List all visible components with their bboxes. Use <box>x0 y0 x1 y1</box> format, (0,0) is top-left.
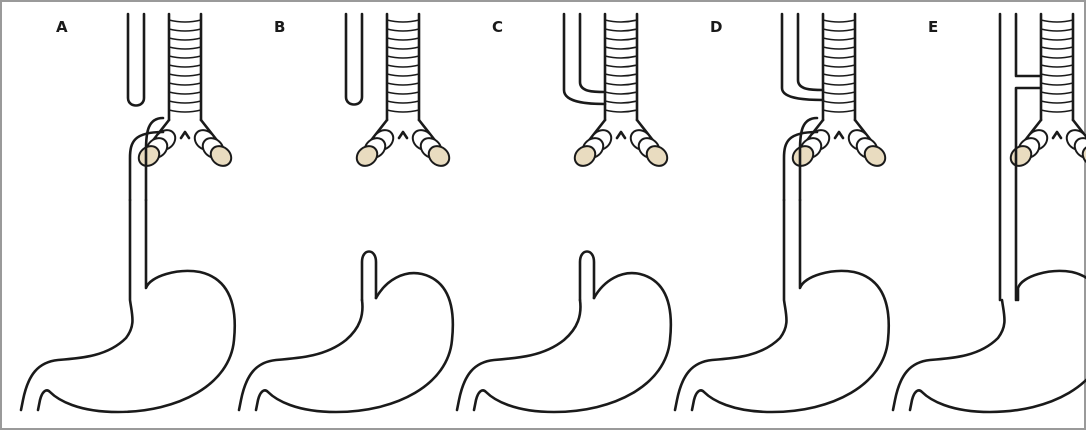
tracheal-ring <box>169 20 201 22</box>
tracheal-ring <box>823 101 855 103</box>
stomach-greater-curvature <box>910 271 1086 412</box>
tracheal-ring <box>823 20 855 22</box>
tracheal-ring <box>605 92 637 94</box>
h-fistula-wall <box>1016 14 1041 76</box>
tracheal-ring <box>1041 65 1073 67</box>
panel-label: A <box>56 18 68 36</box>
carina <box>399 132 407 138</box>
tracheal-ring <box>1041 101 1073 103</box>
panel-label: E <box>928 18 938 36</box>
stomach-lesser-curvature <box>239 300 362 410</box>
tracheal-ring <box>605 101 637 103</box>
tracheal-ring <box>823 74 855 76</box>
panel-label: C <box>492 18 503 36</box>
tracheal-ring <box>169 38 201 40</box>
tracheal-ring <box>1041 47 1073 49</box>
carina <box>835 132 843 138</box>
tracheal-ring <box>1041 110 1073 112</box>
tracheal-ring <box>169 29 201 31</box>
tracheal-ring <box>1041 74 1073 76</box>
tracheal-ring <box>605 83 637 85</box>
tracheal-ring <box>1041 83 1073 85</box>
panel-b: B <box>239 14 453 412</box>
proximal-fistula-wall <box>580 14 605 92</box>
tracheal-ring <box>1041 29 1073 31</box>
panel-d: D <box>675 14 889 412</box>
panel-e: E <box>893 14 1086 412</box>
tracheal-ring <box>823 110 855 112</box>
tracheal-ring <box>605 65 637 67</box>
tracheal-ring <box>387 83 419 85</box>
tracheal-ring <box>387 92 419 94</box>
tracheal-ring <box>169 47 201 49</box>
tracheal-ring <box>387 29 419 31</box>
tracheal-ring <box>605 20 637 22</box>
upper-esophageal-pouch <box>128 14 144 106</box>
tracheal-ring <box>823 38 855 40</box>
tracheal-ring <box>823 65 855 67</box>
tracheal-ring <box>169 101 201 103</box>
tracheal-ring <box>605 38 637 40</box>
stomach-lesser-curvature <box>893 300 1005 410</box>
tracheal-ring <box>605 110 637 112</box>
upper-esophageal-pouch <box>346 14 362 105</box>
tracheal-ring <box>1041 20 1073 22</box>
tracheal-ring <box>823 83 855 85</box>
stomach-greater-curvature <box>474 273 671 412</box>
panels: A B C D E <box>21 14 1086 412</box>
tracheal-ring <box>823 29 855 31</box>
lower-esophageal-pouch <box>580 252 594 301</box>
lower-esophageal-pouch <box>362 252 376 301</box>
tracheal-ring <box>169 83 201 85</box>
panel-a: A <box>21 14 235 412</box>
proximal-fistula-wall <box>798 14 823 90</box>
tracheal-ring <box>387 74 419 76</box>
panel-label: B <box>274 18 285 36</box>
tracheal-ring <box>605 74 637 76</box>
tracheal-ring <box>169 110 201 112</box>
tracheal-ring <box>605 29 637 31</box>
stomach-lesser-curvature <box>21 200 133 410</box>
carina <box>1053 132 1061 138</box>
tracheal-ring <box>605 56 637 58</box>
stomach-greater-curvature <box>256 273 453 412</box>
stomach-greater-curvature <box>38 200 235 412</box>
tracheal-ring <box>387 47 419 49</box>
stomach-lesser-curvature <box>675 200 787 410</box>
tracheal-ring <box>387 110 419 112</box>
h-fistula-wall <box>1016 88 1041 300</box>
tracheal-ring <box>387 65 419 67</box>
panel-c: C <box>457 14 671 412</box>
tracheal-ring <box>1041 92 1073 94</box>
carina <box>617 132 625 138</box>
tracheal-ring <box>387 101 419 103</box>
tracheal-ring <box>1041 56 1073 58</box>
tracheal-ring <box>823 47 855 49</box>
tracheal-ring <box>823 56 855 58</box>
tracheal-ring <box>169 92 201 94</box>
tracheal-ring <box>605 47 637 49</box>
stomach-greater-curvature <box>692 200 889 412</box>
tracheal-ring <box>387 38 419 40</box>
carina <box>181 132 189 138</box>
tracheal-ring <box>387 56 419 58</box>
stomach-lesser-curvature <box>457 300 580 410</box>
panel-label: D <box>710 18 722 36</box>
tracheal-ring <box>387 20 419 22</box>
tracheal-ring <box>823 92 855 94</box>
tracheal-ring <box>1041 38 1073 40</box>
tracheal-ring <box>169 56 201 58</box>
tracheal-ring <box>169 74 201 76</box>
tracheal-ring <box>169 65 201 67</box>
